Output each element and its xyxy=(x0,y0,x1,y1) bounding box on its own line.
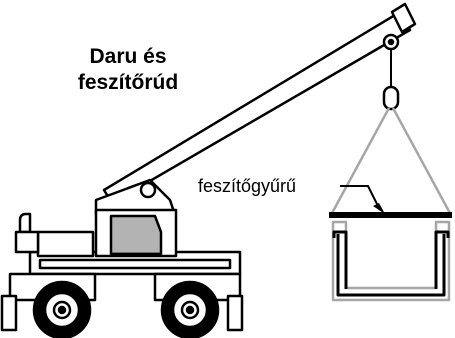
spreader-ring-bar xyxy=(329,212,452,218)
sling-ropes xyxy=(329,107,453,216)
crane-hook xyxy=(382,85,400,111)
front-wheel xyxy=(32,280,92,338)
trough-segment-icon xyxy=(331,220,451,302)
crane-boom xyxy=(102,2,417,205)
callout-leader xyxy=(340,185,385,214)
title-line-2: feszítőrúd xyxy=(78,71,178,94)
cab-window xyxy=(109,214,163,256)
rear-wheel xyxy=(160,280,220,338)
hoist-sheave xyxy=(382,33,400,51)
spreader-ring-label: feszítőgyűrű xyxy=(198,176,296,196)
boom-pivot xyxy=(139,181,157,199)
title-line-1: Daru és xyxy=(89,45,166,68)
crane-truck-icon xyxy=(0,178,244,332)
